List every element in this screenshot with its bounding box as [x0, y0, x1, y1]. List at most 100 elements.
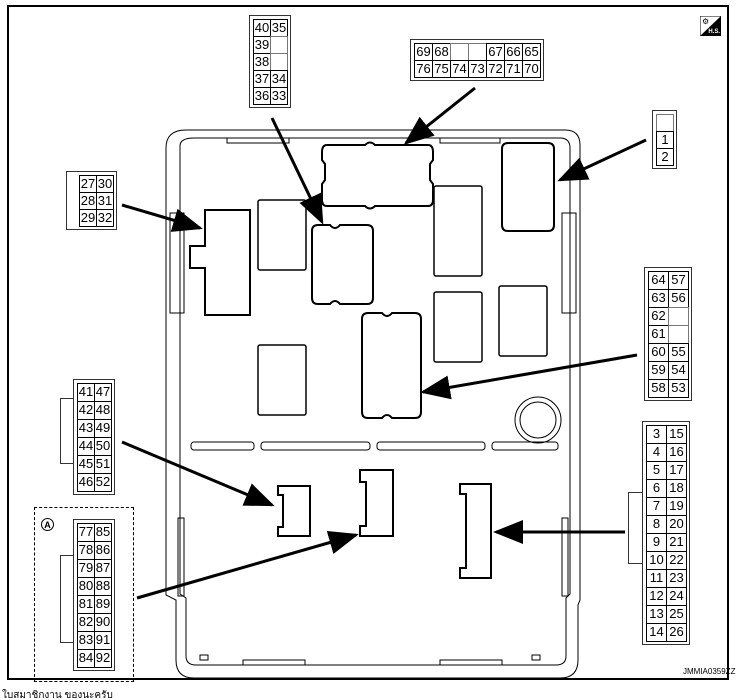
pin-41: 41: [77, 383, 95, 402]
pin-53: 53: [668, 379, 689, 398]
hs-badge-text: H.S.: [708, 29, 720, 35]
pin-86: 86: [94, 541, 112, 560]
pin-67: 67: [486, 43, 505, 61]
pin-46: 46: [77, 473, 95, 492]
harness-symbol-badge: ⚙ H.S.: [699, 15, 722, 37]
option-a-label: A: [41, 518, 54, 531]
pin-1: 1: [656, 131, 674, 149]
pin-12: 12: [646, 587, 667, 606]
pin-69: 69: [414, 43, 433, 61]
pin-57: 57: [668, 271, 689, 290]
pin-37: 37: [253, 70, 271, 88]
pin-32: 32: [96, 209, 114, 227]
pin-71: 71: [504, 60, 523, 78]
pin-blank: [270, 36, 288, 54]
pin-29: 29: [79, 209, 97, 227]
pin-92: 92: [94, 649, 112, 668]
harness-connector-icon: ⚙: [702, 17, 710, 26]
pin-87: 87: [94, 559, 112, 578]
option-a-group: [34, 507, 134, 682]
pin-47: 47: [94, 383, 112, 402]
pin-63: 63: [648, 289, 669, 308]
pin-52: 52: [94, 473, 112, 492]
pin-22: 22: [666, 551, 687, 570]
pin-5: 5: [646, 461, 667, 480]
grommet: [514, 396, 562, 444]
pin-blank: [656, 114, 674, 132]
pin-blank: [668, 325, 689, 344]
pin-11: 11: [646, 569, 667, 588]
pin-21: 21: [666, 533, 687, 552]
reference-code: JMMIA0359ZZ: [683, 667, 736, 676]
pin-3: 3: [646, 425, 667, 444]
pin-blank: [668, 307, 689, 326]
footer-caption: ใบสมาชิกงาน ของนะครับ: [2, 690, 113, 700]
pin-6: 6: [646, 479, 667, 498]
pin-49: 49: [94, 419, 112, 438]
pin-38: 38: [253, 53, 271, 71]
pin-74: 74: [450, 60, 469, 78]
pin-10: 10: [646, 551, 667, 570]
pin-56: 56: [668, 289, 689, 308]
pin-23: 23: [666, 569, 687, 588]
pin-8: 8: [646, 515, 667, 534]
pin-54: 54: [668, 361, 689, 380]
pin-64: 64: [648, 271, 669, 290]
diagram-frame: [7, 5, 729, 680]
pin-2: 2: [656, 148, 674, 166]
pin-26: 26: [666, 623, 687, 642]
pin-16: 16: [666, 443, 687, 462]
pin-73: 73: [468, 60, 487, 78]
pin-75: 75: [432, 60, 451, 78]
pin-76: 76: [414, 60, 433, 78]
pin-39: 39: [253, 36, 271, 54]
pin-15: 15: [666, 425, 687, 444]
pin-13: 13: [646, 605, 667, 624]
pin-58: 58: [648, 379, 669, 398]
pin-34: 34: [270, 70, 288, 88]
pin-blank: [468, 43, 487, 61]
pin-35: 35: [270, 19, 288, 37]
pin-blank: [270, 53, 288, 71]
pin-59: 59: [648, 361, 669, 380]
pin-blank: [450, 43, 469, 61]
pin-43: 43: [77, 419, 95, 438]
pin-85: 85: [94, 523, 112, 542]
pin-70: 70: [522, 60, 541, 78]
pin-28: 28: [79, 192, 97, 210]
pin-31: 31: [96, 192, 114, 210]
pin-81: 81: [77, 595, 95, 614]
pin-62: 62: [648, 307, 669, 326]
pin-9: 9: [646, 533, 667, 552]
pin-51: 51: [94, 455, 112, 474]
pin-55: 55: [668, 343, 689, 362]
pin-20: 20: [666, 515, 687, 534]
pin-66: 66: [504, 43, 523, 61]
pin-25: 25: [666, 605, 687, 624]
pin-7: 7: [646, 497, 667, 516]
pin-45: 45: [77, 455, 95, 474]
pin-19: 19: [666, 497, 687, 516]
pin-48: 48: [94, 401, 112, 420]
pin-27: 27: [79, 175, 97, 193]
pin-4: 4: [646, 443, 667, 462]
pin-90: 90: [94, 613, 112, 632]
pin-14: 14: [646, 623, 667, 642]
pin-42: 42: [77, 401, 95, 420]
pin-61: 61: [648, 325, 669, 344]
connector-housings: [189, 141, 555, 579]
pin-44: 44: [77, 437, 95, 456]
pin-18: 18: [666, 479, 687, 498]
pin-36: 36: [253, 87, 271, 105]
ventilation-slots: [190, 441, 559, 451]
pin-65: 65: [522, 43, 541, 61]
pin-17: 17: [666, 461, 687, 480]
fuse-block-housing: [165, 129, 581, 679]
